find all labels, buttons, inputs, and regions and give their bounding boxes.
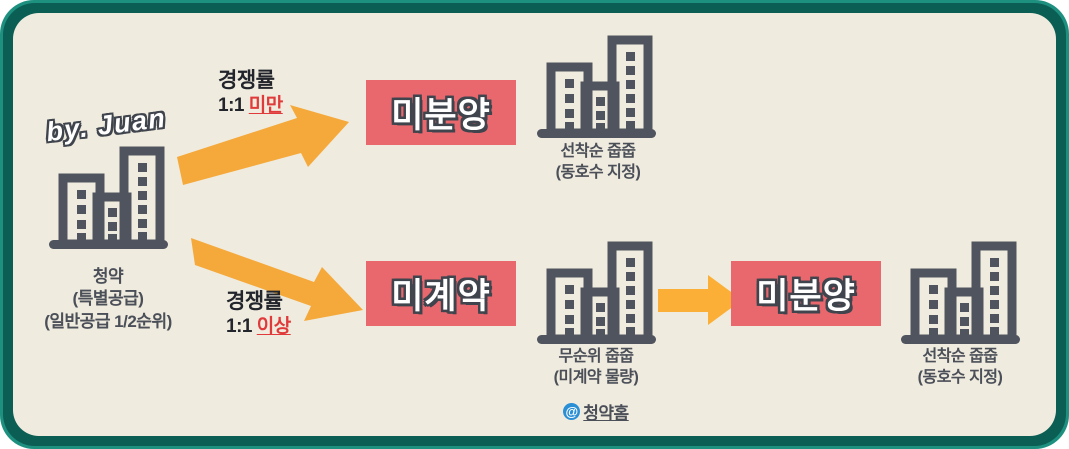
arrow-bottom-branch [191, 235, 376, 321]
at-sign-icon: @ [563, 403, 581, 420]
final-result-building-icon [898, 231, 1023, 356]
top-result-building-icon [534, 25, 659, 150]
caption-line: (일반공급 1/2순위) [44, 311, 172, 331]
mid-result-building-caption: 무순위 줍줍 (미계약 물량) [511, 346, 681, 388]
box-top-unsold-label: 미분양 [391, 96, 491, 135]
arrow-label-line1: 경쟁률 [218, 69, 275, 92]
start-building-caption: 청약 (특별공급) (일반공급 1/2순위) [13, 266, 203, 333]
caption-line: 무순위 줍줍 [558, 348, 634, 365]
arrow-label-line2: 1:1 이상 [226, 316, 291, 338]
arrow-label-line1: 경쟁률 [226, 290, 283, 313]
source-label: 청약홈 [583, 404, 629, 423]
arrow-top-branch [177, 105, 362, 185]
top-result-building-caption: 선착순 줍줍 (동호수 지정) [513, 141, 683, 183]
box-mid-uncontracted[interactable]: 미계약 [366, 261, 516, 326]
mid-result-building-icon [534, 231, 659, 356]
arrow-top-label: 경쟁률 1:1 미만 [218, 67, 283, 119]
caption-line: (특별공급) [72, 289, 144, 309]
caption-line: 청약 [92, 267, 124, 286]
caption-line: (동호수 지정) [555, 164, 641, 182]
caption-line: (미계약 물량) [553, 369, 639, 387]
box-top-unsold[interactable]: 미분양 [366, 80, 516, 145]
start-building-icon [46, 141, 171, 256]
caption-line: (동호수 지정) [917, 369, 1003, 387]
caption-line: 선착순 줍줍 [922, 348, 998, 365]
box-mid-uncontracted-label: 미계약 [391, 277, 491, 316]
caption-line: 선착순 줍줍 [560, 143, 636, 160]
diagram-body: by. Juan [13, 13, 1056, 436]
box-final-unsold[interactable]: 미분양 [731, 261, 881, 326]
box-final-unsold-label: 미분양 [756, 277, 856, 316]
mid-result-source: @ 청약홈 [511, 399, 681, 424]
arrow-label-line2: 1:1 미만 [218, 95, 283, 117]
final-result-building-caption: 선착순 줍줍 (동호수 지정) [875, 346, 1045, 388]
arrow-bottom-label: 경쟁률 1:1 이상 [226, 288, 291, 340]
arrow-mid-to-final [658, 275, 743, 327]
